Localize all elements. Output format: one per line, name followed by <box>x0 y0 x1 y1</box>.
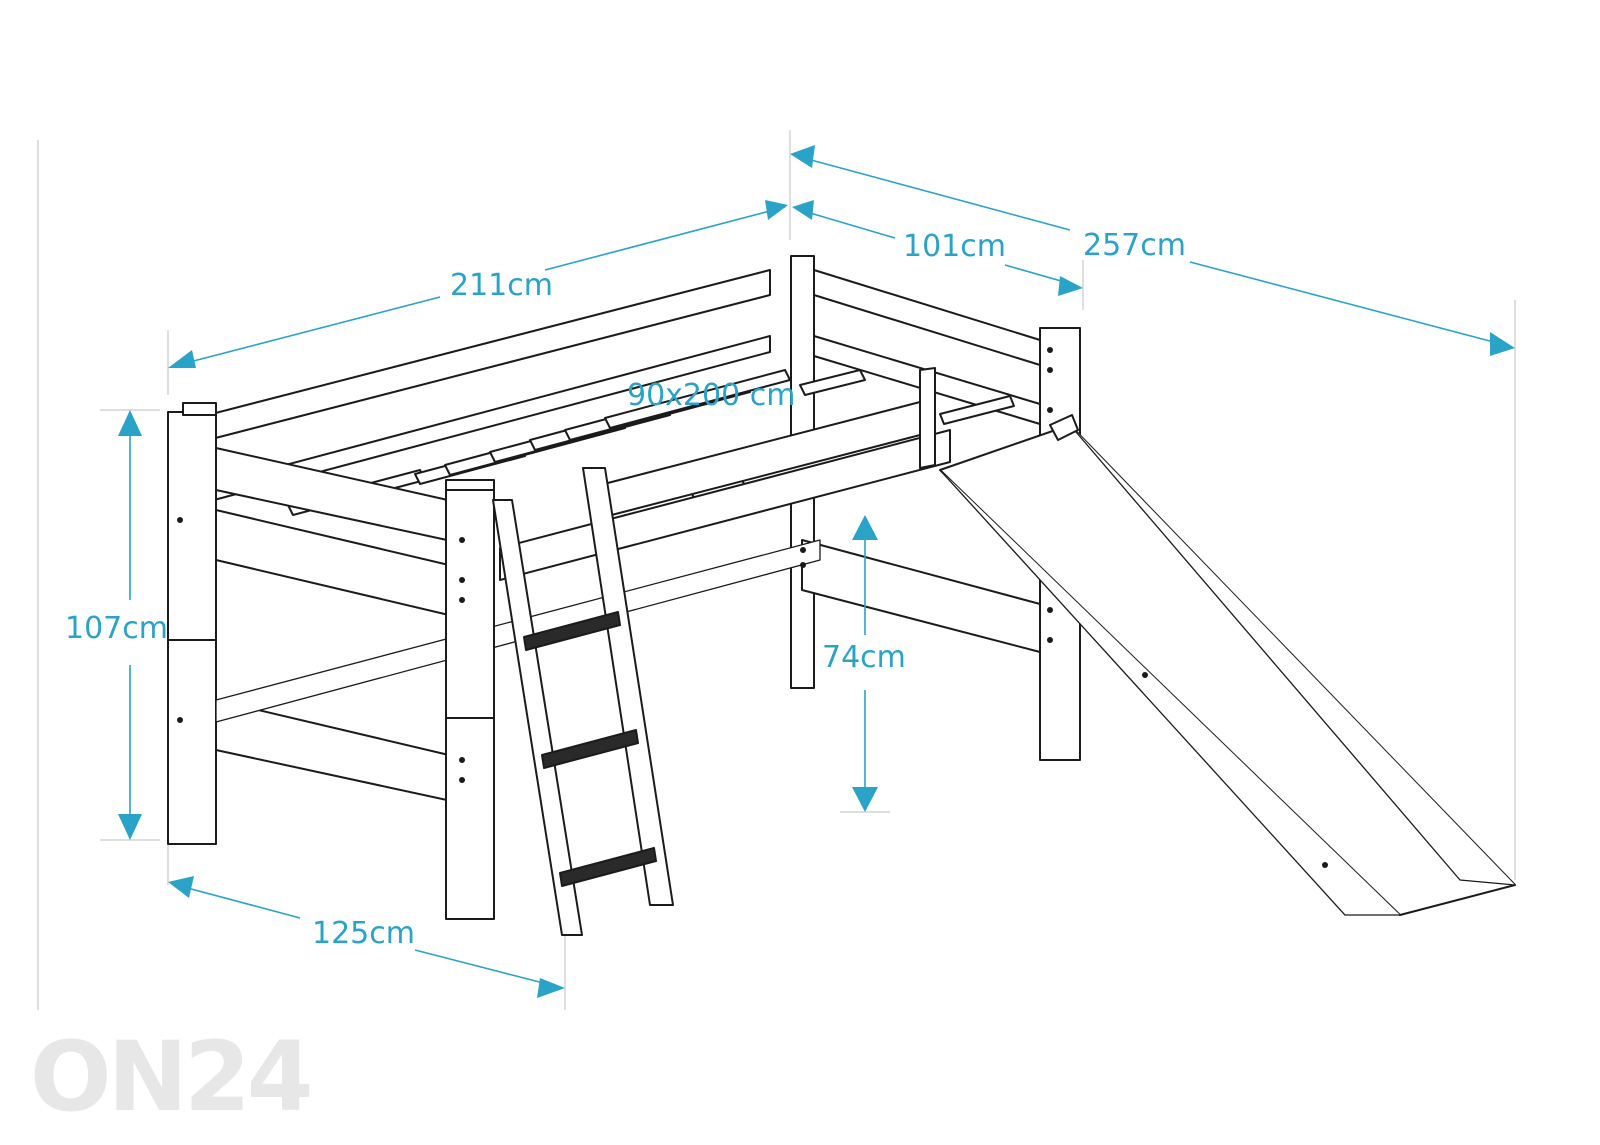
front-guard-post <box>919 367 936 469</box>
label-depth-end: 101cm <box>903 229 1006 264</box>
end-lower-rail <box>801 539 1041 653</box>
label-length: 211cm <box>450 268 553 303</box>
slide-top <box>1049 414 1079 441</box>
label-width: 125cm <box>312 916 415 951</box>
extension-lines <box>37 130 1516 1010</box>
ladder-step-3 <box>559 847 657 887</box>
arrow-211-right <box>765 200 788 220</box>
front-mid-post <box>445 486 495 920</box>
label-mattress: 90x200 cm <box>627 378 795 413</box>
label-height: 107cm <box>65 611 168 646</box>
slide <box>939 414 1516 916</box>
front-left-post-cap <box>182 402 217 416</box>
ladder <box>492 467 674 936</box>
ladder-step-2 <box>541 729 639 769</box>
ladder-step-1 <box>523 611 621 651</box>
arrow-211-left <box>168 350 196 368</box>
brand-watermark: ON24 <box>30 1021 310 1133</box>
ladder-left-rail <box>492 499 583 936</box>
label-total-length: 257cm <box>1083 228 1186 263</box>
end-top-rail <box>813 269 1041 366</box>
front-left-post <box>167 411 217 845</box>
ladder-right-rail <box>582 467 674 906</box>
front-mid-post-cap <box>445 479 495 491</box>
dimension-lines <box>118 145 1515 998</box>
bed-drawing <box>167 255 1516 936</box>
label-under-height: 74cm <box>822 640 906 675</box>
screw-dots <box>177 347 1328 868</box>
left-end-lower-rail <box>215 699 471 806</box>
